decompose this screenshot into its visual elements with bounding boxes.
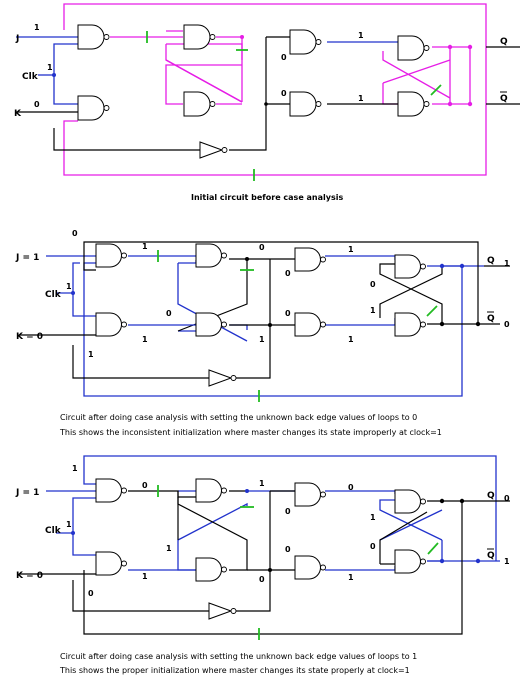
panel2-sr-top-in-value: 0: [285, 269, 291, 278]
panel3-g1-out-value: 0: [142, 481, 148, 490]
panel2-qbar-value: 0: [504, 320, 510, 329]
panel1-clk-value: 1: [47, 63, 53, 72]
panel1-green-marks: [146, 31, 442, 181]
panel2-right-low-value: 1: [348, 335, 354, 344]
panel3-k-label: K = 0: [16, 571, 43, 581]
panel-1-initial-circuit: J Clk K Q Q 1 1 0 1 0 0 1 Initial circui…: [14, 3, 520, 202]
panel3-q-value: 0: [504, 494, 510, 503]
panel1-caption: Initial circuit before case analysis: [191, 193, 343, 202]
panel3-sr-top-in-value: 0: [285, 507, 291, 516]
panel3-clk-label: Clk: [45, 526, 62, 536]
panel1-j-value: 1: [34, 23, 40, 32]
panel3-top-right-value: 0: [348, 483, 354, 492]
panel3-clk-value: 1: [66, 520, 72, 529]
panel3-sr2-cross-value: 1: [370, 513, 376, 522]
panel2-k-label: K = 0: [16, 332, 43, 342]
panel3-sr-cross-value: 1: [166, 544, 172, 553]
panel2-g5-in-value: 0: [285, 309, 291, 318]
panel1-qbar-label: Q: [500, 94, 508, 104]
panel1-right-lower-value: 1: [358, 94, 364, 103]
panel3-caption-2: This shows the proper initialization whe…: [59, 666, 410, 675]
panel3-qbar-value: 1: [504, 557, 510, 566]
panel3-qbar-label: Q: [487, 551, 495, 561]
panel1-top-mid-value: 1: [358, 31, 364, 40]
panel2-sr-cross-value: 0: [166, 309, 172, 318]
panel2-caption-1: Circuit after doing case analysis with s…: [60, 413, 417, 422]
panel1-k-value: 0: [34, 100, 40, 109]
panel2-j-label: J = 1: [15, 253, 39, 263]
panel2-qbar-label: Q: [487, 314, 495, 324]
panel-2-case-zero: J = 1 Clk K = 0 Q Q 0 1 1 0 0 1 1 0 0 0 …: [15, 229, 510, 437]
panel2-g2-out-value: 1: [142, 335, 148, 344]
panel1-k-label: K: [14, 109, 22, 119]
panel2-sr2-low-value: 1: [370, 306, 376, 315]
panel2-sr-top-value: 0: [259, 243, 265, 252]
panel2-sr-low-value: 1: [259, 335, 265, 344]
panel2-sr2-cross-value: 0: [370, 280, 376, 289]
panel2-clk-value: 1: [66, 282, 72, 291]
panel2-caption-2: This shows the inconsistent initializati…: [59, 428, 442, 437]
panel3-g2-out-value: 1: [142, 572, 148, 581]
panel1-q-label: Q: [500, 37, 508, 47]
panel3-j-label: J = 1: [15, 488, 39, 498]
panel1-mid-left-value: 0: [281, 53, 287, 62]
panel3-caption-1: Circuit after doing case analysis with s…: [60, 652, 417, 661]
panel3-mid-low-value: 0: [285, 545, 291, 554]
panel2-g2-in-value: 1: [88, 350, 94, 359]
panel-3-case-one: J = 1 Clk K = 0 Q Q 1 1 0 1 0 0 0 1 1 0 …: [15, 455, 510, 675]
panel2-top-left-value: 0: [72, 229, 78, 238]
panel1-clk-label: Clk: [22, 72, 39, 82]
panel2-top-right-value: 1: [348, 245, 354, 254]
panel1-j-label: J: [15, 34, 19, 44]
panel2-q-value: 1: [504, 259, 510, 268]
panel3-g2-in-value: 0: [88, 589, 94, 598]
panel1-mid-lower-value: 0: [281, 89, 287, 98]
panel3-q-label: Q: [487, 491, 495, 501]
panel3-sr2-low-value: 0: [370, 542, 376, 551]
panel2-g1-out-value: 1: [142, 242, 148, 251]
panel3-sr-top-value: 1: [259, 479, 265, 488]
panel1-magenta-wires: [63, 3, 487, 176]
panel2-q-label: Q: [487, 256, 495, 266]
panel3-top-left-value: 1: [72, 464, 78, 473]
panel2-clk-label: Clk: [45, 290, 62, 300]
panel3-sr-low-value: 0: [259, 575, 265, 584]
panel3-right-low-value: 1: [348, 573, 354, 582]
